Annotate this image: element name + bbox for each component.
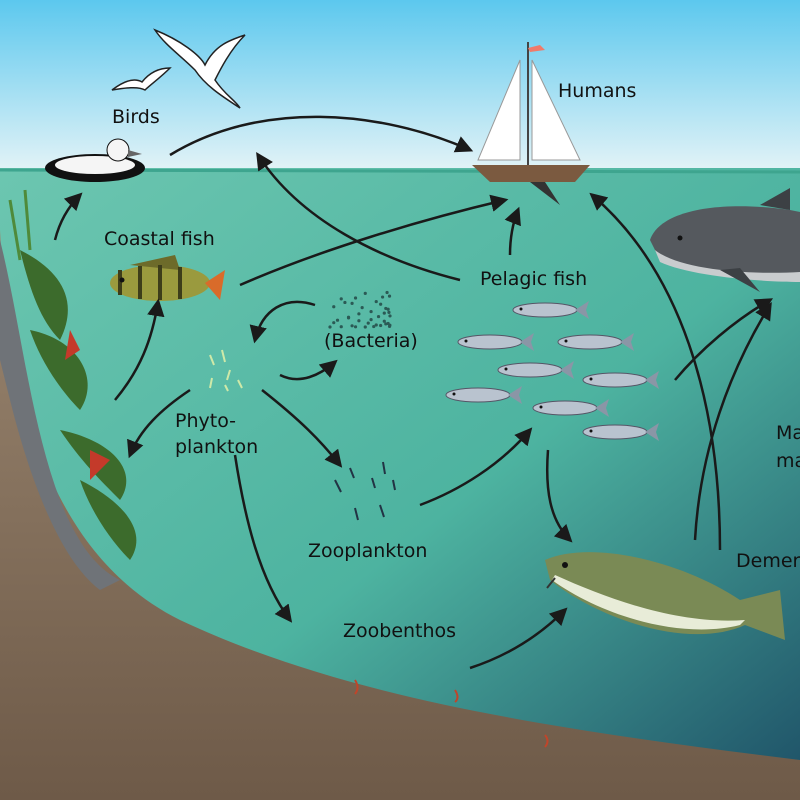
- bacteria-dot: [386, 307, 390, 311]
- bacteria-dot: [339, 325, 343, 329]
- eider-duck-icon: [45, 138, 145, 182]
- herring-icon: [532, 399, 609, 417]
- bacteria-dot: [387, 324, 392, 329]
- bacteria-dot: [387, 294, 392, 298]
- herring-icon: [582, 371, 659, 389]
- arrow-weed-coastal: [114, 298, 165, 401]
- bacteria-dot: [376, 314, 381, 319]
- arrow-coastal-birds: [53, 192, 83, 241]
- bacteria-dot: [353, 325, 358, 329]
- bacteria-dot: [382, 311, 386, 315]
- bacteria-dot: [369, 318, 373, 322]
- arrow-zoobenthos-demersal: [469, 607, 568, 670]
- arrow-phyto-weed: [127, 388, 191, 459]
- arrow-demersal-humans: [589, 192, 722, 551]
- label-birds: Birds: [112, 106, 160, 128]
- bacteria-dot: [379, 323, 383, 328]
- label-humans: Humans: [558, 80, 637, 102]
- pelagic-fish-school-icon: [445, 301, 659, 441]
- sailboat-icon: [472, 42, 590, 205]
- arrow-demersal-mammals: [693, 302, 772, 541]
- bacteria-dot: [332, 305, 336, 309]
- bacteria-dot: [363, 291, 367, 295]
- phytoplankton-icon: [209, 349, 243, 392]
- arrow-phyto-bacteria: [279, 359, 338, 381]
- label-marine-mammals-2: ma: [776, 450, 800, 472]
- bacteria-dot: [387, 310, 391, 314]
- bacteria-dot: [353, 296, 358, 300]
- herring-icon: [557, 333, 634, 351]
- arrow-bacteria-phyto: [249, 300, 316, 344]
- arrow-zoo-pelagic: [419, 427, 533, 507]
- herring-icon: [582, 423, 659, 441]
- arrow-birds-humans: [169, 115, 474, 157]
- bacteria-dot: [379, 302, 383, 306]
- label-marine-mammals-1: Ma: [776, 422, 800, 444]
- label-zoobenthos: Zoobenthos: [343, 620, 457, 642]
- label-coastal-fish: Coastal fish: [104, 228, 215, 250]
- arrow-pelagic-mammals: [674, 298, 774, 381]
- bacteria-dot: [385, 290, 389, 295]
- red-algae-icon: [65, 330, 110, 480]
- arrow-phyto-zoo: [261, 389, 343, 468]
- arrow-pelagic-humans: [504, 206, 521, 256]
- bacteria-dot: [363, 325, 367, 329]
- label-zooplankton: Zooplankton: [308, 540, 428, 562]
- bacteria-dot: [360, 305, 364, 310]
- bacteria-dot: [357, 319, 361, 323]
- arrow-pelagic-demersal: [545, 449, 573, 543]
- bacteria-dot: [350, 324, 354, 328]
- label-demersal-fish: Demers: [736, 550, 800, 572]
- porpoise-icon: [650, 188, 800, 292]
- zoobenthos-icon: [354, 679, 549, 748]
- bacteria-dot: [388, 314, 392, 318]
- bacteria-dot: [346, 316, 351, 320]
- arrow-phyto-zoobenthos: [233, 454, 293, 623]
- rocky-shore: [0, 240, 120, 590]
- label-phytoplankton-2: plankton: [175, 436, 259, 458]
- bacteria-dot: [380, 295, 385, 299]
- bacteria-dot: [382, 319, 386, 323]
- bacteria-dot: [335, 318, 340, 322]
- bacteria-dot: [374, 323, 378, 327]
- gull-icon: [111, 28, 246, 109]
- perch-icon: [110, 255, 225, 301]
- zooplankton-icon: [334, 461, 396, 521]
- bacteria-dot: [328, 325, 332, 329]
- arrow-coastal-humans: [239, 194, 509, 287]
- arrow-pelagic-birds: [256, 152, 461, 282]
- bacteria-dot: [339, 297, 343, 301]
- bacteria-dot: [369, 309, 373, 314]
- bacteria-dot: [350, 301, 354, 305]
- bacteria-dot: [374, 299, 378, 304]
- cod-icon: [545, 552, 785, 640]
- bacteria-icon: [328, 290, 392, 329]
- bacteria-dot: [357, 312, 361, 316]
- herring-icon: [445, 386, 522, 404]
- label-pelagic-fish: Pelagic fish: [480, 268, 588, 290]
- herring-icon: [457, 333, 534, 351]
- food-web-arrows: [53, 115, 774, 670]
- herring-icon: [512, 301, 589, 319]
- label-bacteria: (Bacteria): [324, 330, 418, 352]
- bacteria-dot: [372, 324, 376, 329]
- bacteria-dot: [343, 300, 347, 305]
- label-phytoplankton-1: Phyto-: [175, 410, 237, 432]
- seabed: [0, 230, 800, 800]
- herring-icon: [497, 361, 574, 379]
- bacteria-dot: [384, 322, 388, 326]
- bacteria-dot: [332, 321, 336, 325]
- bacteria-dot: [366, 321, 370, 325]
